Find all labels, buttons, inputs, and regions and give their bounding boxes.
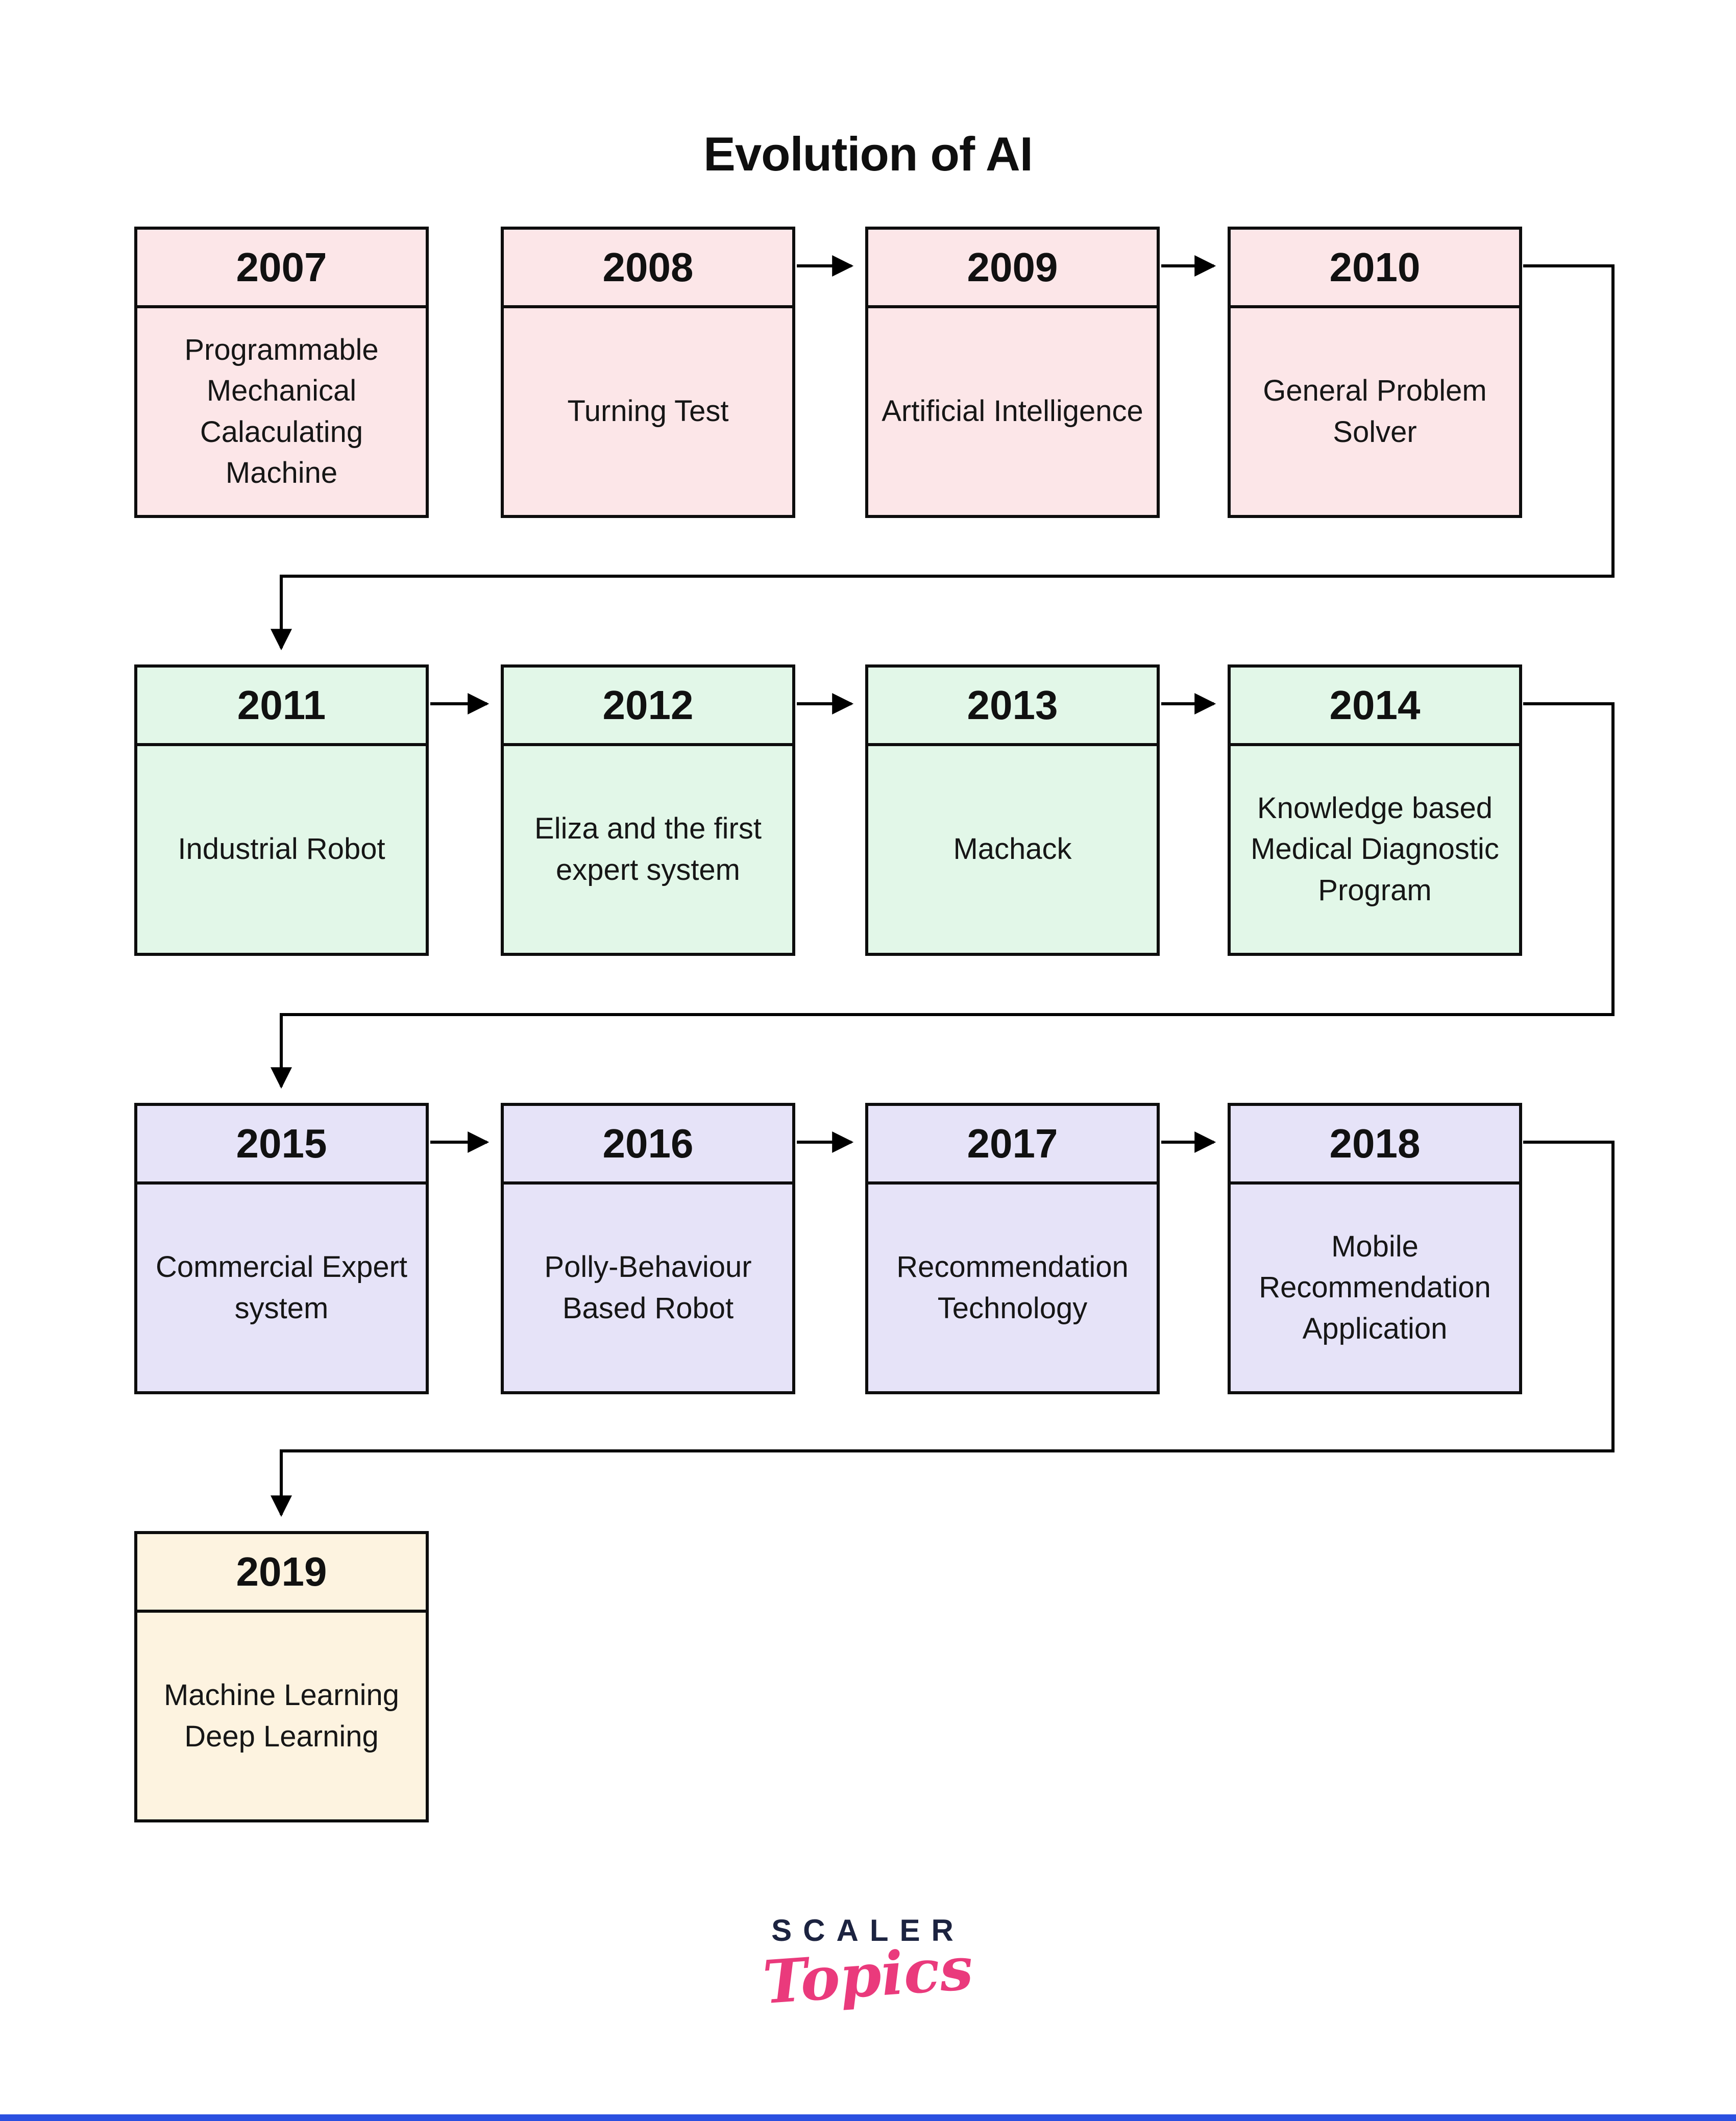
milestone-label: Commercial Expert system (155, 1250, 408, 1325)
page-title: Evolution of AI (703, 127, 1033, 181)
milestone-label: Artificial Intelligence (882, 394, 1143, 428)
year-header: 2012 (504, 668, 792, 746)
timeline-box-2018: 2018 Mobile Recommendation Application (1228, 1103, 1522, 1394)
year-header: 2015 (137, 1106, 426, 1185)
timeline-box-2019: 2019 Machine Learning Deep Learning (134, 1531, 429, 1822)
milestone-label: Polly-Behaviour Based Robot (544, 1250, 752, 1325)
timeline-box-2007: 2007 Programmable Mechanical Calaculatin… (134, 227, 429, 518)
timeline-box-2017: 2017 Recommendation Technology (865, 1103, 1160, 1394)
scaler-topics-logo: SCALER Topics (0, 1913, 1736, 2017)
timeline-box-2011: 2011 Industrial Robot (134, 664, 429, 956)
timeline-box-2010: 2010 General Problem Solver (1228, 227, 1522, 518)
year-header: 2017 (868, 1106, 1157, 1185)
year-header: 2016 (504, 1106, 792, 1185)
milestone-label: Mobile Recommendation Application (1259, 1230, 1491, 1345)
year-header: 2007 (137, 230, 426, 308)
logo-scaler-text: SCALER (771, 1913, 965, 1947)
logo-topics-text: Topics (761, 1933, 975, 2018)
year-header: 2008 (504, 230, 792, 308)
milestone-label: General Problem Solver (1263, 374, 1487, 449)
bottom-accent-bar (0, 2114, 1736, 2121)
year-header: 2010 (1231, 230, 1519, 308)
milestone-label: Machine Learning Deep Learning (163, 1679, 400, 1753)
timeline-box-2012: 2012 Eliza and the first expert system (501, 664, 795, 956)
year-header: 2011 (137, 668, 426, 746)
year-header: 2014 (1231, 668, 1519, 746)
timeline-box-2014: 2014 Knowledge based Medical Diagnostic … (1228, 664, 1522, 956)
milestone-label: Machack (953, 832, 1072, 866)
milestone-label: Recommendation Technology (896, 1250, 1129, 1325)
milestone-label: Programmable Mechanical Calaculating Mac… (184, 333, 379, 489)
timeline-box-2015: 2015 Commercial Expert system (134, 1103, 429, 1394)
timeline-box-2008: 2008 Turning Test (501, 227, 795, 518)
milestone-label: Industrial Robot (178, 832, 385, 866)
year-header: 2013 (868, 668, 1157, 746)
milestone-label: Turning Test (567, 394, 729, 428)
year-header: 2019 (137, 1534, 426, 1613)
timeline-box-2013: 2013 Machack (865, 664, 1160, 956)
year-header: 2018 (1231, 1106, 1519, 1185)
milestone-label: Knowledge based Medical Diagnostic Progr… (1251, 792, 1499, 907)
timeline-box-2009: 2009 Artificial Intelligence (865, 227, 1160, 518)
timeline-box-2016: 2016 Polly-Behaviour Based Robot (501, 1103, 795, 1394)
milestone-label: Eliza and the first expert system (534, 812, 762, 886)
year-header: 2009 (868, 230, 1157, 308)
